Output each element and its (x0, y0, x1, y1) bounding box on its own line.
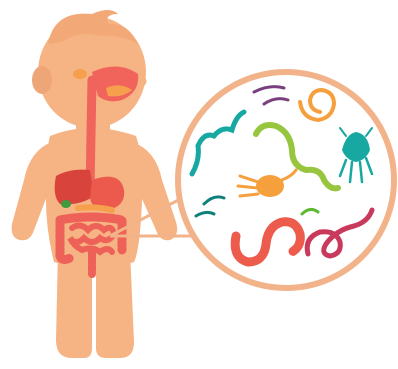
pancreas (78, 207, 112, 210)
ear (32, 66, 52, 94)
liver (55, 170, 94, 205)
salivary-gland (73, 69, 87, 79)
gallbladder (61, 200, 71, 208)
